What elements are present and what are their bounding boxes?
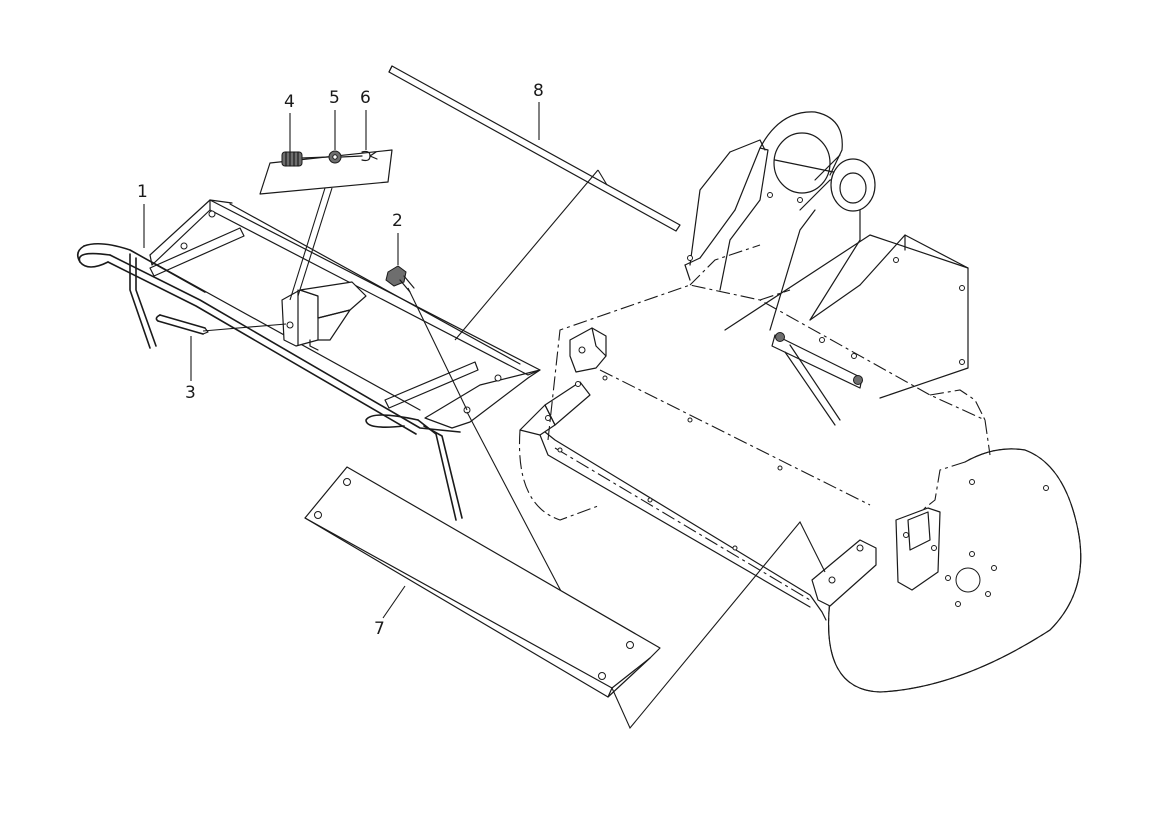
hardware-group-4-5-6 <box>259 149 393 301</box>
callout-6: 6 <box>360 88 371 108</box>
callout-3: 3 <box>185 383 196 403</box>
tiller-housing <box>518 111 1082 693</box>
callout-5: 5 <box>329 88 340 108</box>
callout-7: 7 <box>374 619 385 639</box>
part-3-pin <box>155 314 287 335</box>
part-8-rod <box>388 65 681 341</box>
callouts: 1 2 3 4 5 6 7 8 <box>137 81 544 639</box>
part-4-spring <box>281 151 329 167</box>
callout-4: 4 <box>284 92 295 112</box>
part-1-handle-frame <box>76 199 541 521</box>
callout-8: 8 <box>533 81 544 101</box>
part-5-washer <box>328 150 363 164</box>
callout-2: 2 <box>392 211 403 231</box>
part-6-cotter-pin <box>361 150 378 162</box>
part-7-skid-plate <box>304 466 826 730</box>
callout-1: 1 <box>137 182 148 202</box>
